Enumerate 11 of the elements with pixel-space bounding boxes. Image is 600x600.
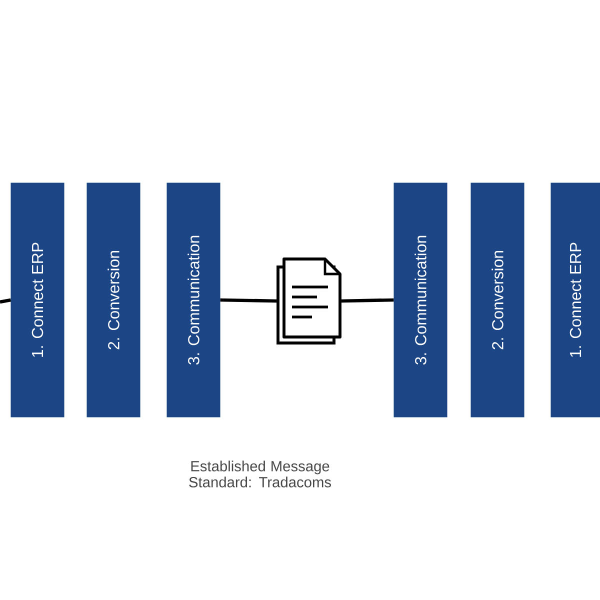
caption-text: Established Message Standard: Tradacoms	[189, 460, 331, 488]
process-box: 1. Connect ERP	[550, 182, 600, 418]
connector-line	[220, 298, 277, 303]
process-box: 3. Communication	[166, 182, 220, 418]
document-icon	[276, 258, 342, 344]
process-box: 1. Connect ERP	[10, 182, 64, 418]
process-box: 3. Communication	[394, 182, 448, 418]
process-box: 2. Conversion	[470, 182, 524, 418]
connector-line	[341, 298, 394, 303]
process-box: 2. Conversion	[86, 182, 140, 418]
connector-line	[0, 298, 12, 304]
